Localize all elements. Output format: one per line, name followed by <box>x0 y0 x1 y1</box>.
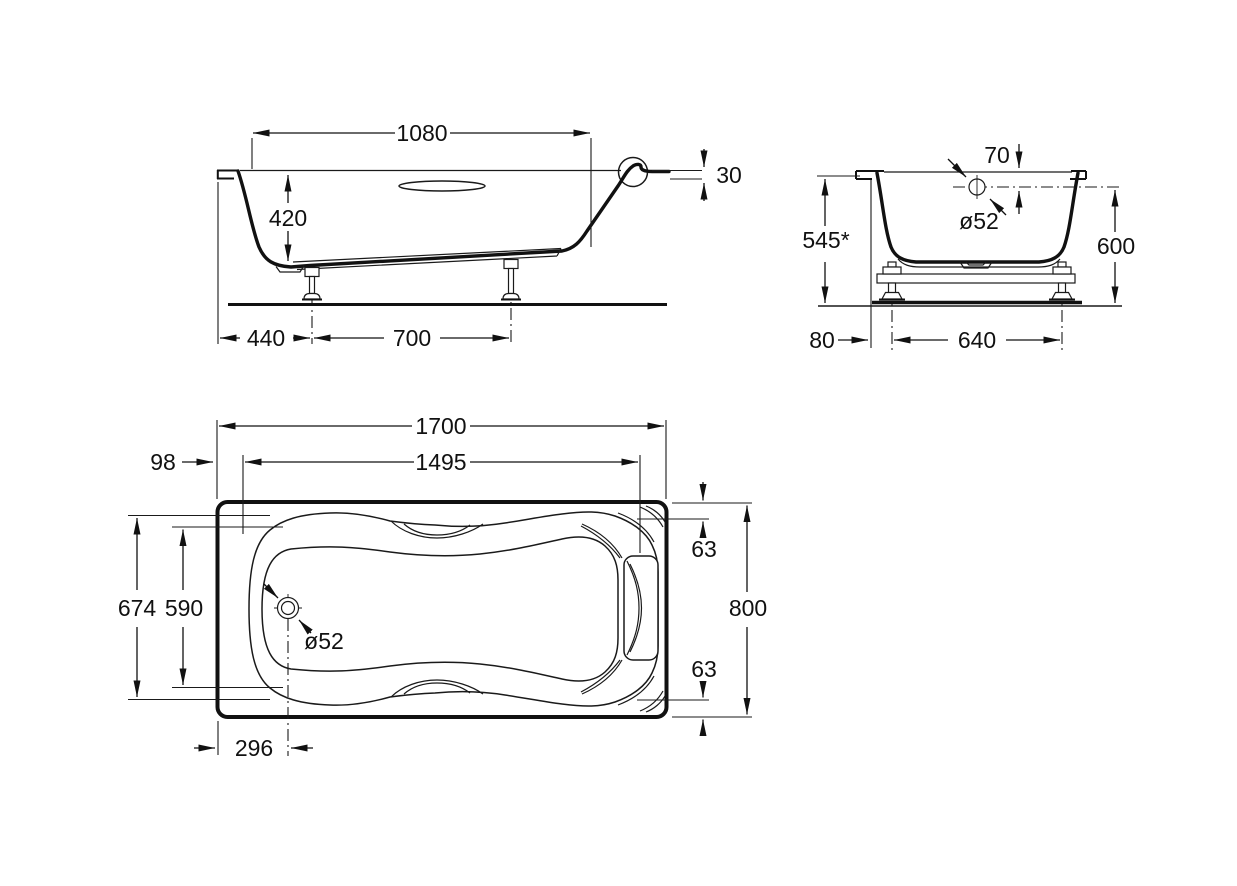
end-left-foot <box>879 261 905 301</box>
side-dim-30: 30 <box>652 149 742 201</box>
plan-dim-1495-98: 1495 98 <box>150 449 641 553</box>
dim-label-end-70: 70 <box>984 142 1010 168</box>
dim-label-side-420: 420 <box>269 205 307 231</box>
dim-label-side-30: 30 <box>716 162 742 188</box>
plan-headrest <box>623 555 659 661</box>
end-bowl-profile <box>875 171 1080 264</box>
plan-corner-crescent-top <box>580 523 623 559</box>
end-dim-545: 545* <box>802 175 860 303</box>
plan-grip-top <box>390 520 484 539</box>
dim-label-plan-1495: 1495 <box>415 449 466 475</box>
end-support-frame <box>876 273 1076 284</box>
plan-outer-rim <box>215 500 669 719</box>
plan-dim-296: 296 <box>194 721 313 761</box>
dim-label-plan-800: 800 <box>729 595 767 621</box>
plan-corner-crescent-bottom <box>580 659 623 695</box>
end-drain-bump <box>959 261 993 269</box>
side-dim-1080: 1080 <box>251 120 592 247</box>
side-left-foot <box>302 266 322 301</box>
end-view: ø52 70 545* 600 80 640 <box>802 142 1135 353</box>
dim-label-end-80: 80 <box>809 327 835 353</box>
dim-label-end-640: 640 <box>958 327 996 353</box>
plan-dim-674-590: 674 590 <box>118 514 283 701</box>
side-right-foot <box>501 258 521 301</box>
plan-floor-outline <box>261 536 619 682</box>
plan-dim-1700: 1700 <box>216 413 667 499</box>
dim-label-end-600: 600 <box>1097 233 1135 259</box>
plan-rim-sweep-bottom <box>617 675 666 713</box>
dim-label-end-dia52: ø52 <box>959 208 999 234</box>
dim-label-side-440: 440 <box>247 325 285 351</box>
end-shell-bottom <box>897 258 1061 268</box>
dim-label-plan-674: 674 <box>118 595 157 621</box>
end-dim-80-640: 80 640 <box>809 180 1060 353</box>
end-right-foot <box>1049 261 1075 301</box>
end-dim-70: 70 <box>984 142 1023 214</box>
plan-view: ø52 1700 1495 98 674 590 <box>118 413 767 761</box>
dim-label-plan-dia52: ø52 <box>304 628 344 654</box>
dim-label-plan-63-bottom: 63 <box>691 656 717 682</box>
plan-rim-sweep-top <box>617 505 666 543</box>
dim-label-side-1080: 1080 <box>396 120 447 146</box>
dim-label-plan-63-top: 63 <box>691 536 717 562</box>
side-view: 1080 420 30 440 700 <box>216 120 742 351</box>
side-tub-profile <box>236 162 671 269</box>
dim-label-plan-590: 590 <box>165 595 203 621</box>
end-dim-600: 600 <box>1097 190 1135 303</box>
drain-hole <box>276 596 300 620</box>
dim-label-plan-296: 296 <box>235 735 273 761</box>
dim-label-end-545: 545* <box>802 227 849 253</box>
side-headrest-knob <box>617 156 649 188</box>
dim-label-plan-98: 98 <box>150 449 176 475</box>
side-drain-bump <box>275 265 305 273</box>
dim-label-plan-1700: 1700 <box>415 413 466 439</box>
end-left-flange <box>855 170 884 180</box>
plan-dim-right-side: 63 800 63 <box>637 482 767 736</box>
side-dim-440-700: 440 700 <box>217 182 509 351</box>
dim-label-side-700: 700 <box>393 325 431 351</box>
plan-drain: ø52 <box>263 583 344 756</box>
side-left-lip <box>216 169 239 180</box>
side-dim-420: 420 <box>269 175 307 261</box>
side-grip-handle <box>398 180 486 192</box>
side-support-board <box>292 247 562 271</box>
plan-grip-bottom <box>390 679 484 698</box>
end-overflow: ø52 <box>947 158 1122 234</box>
